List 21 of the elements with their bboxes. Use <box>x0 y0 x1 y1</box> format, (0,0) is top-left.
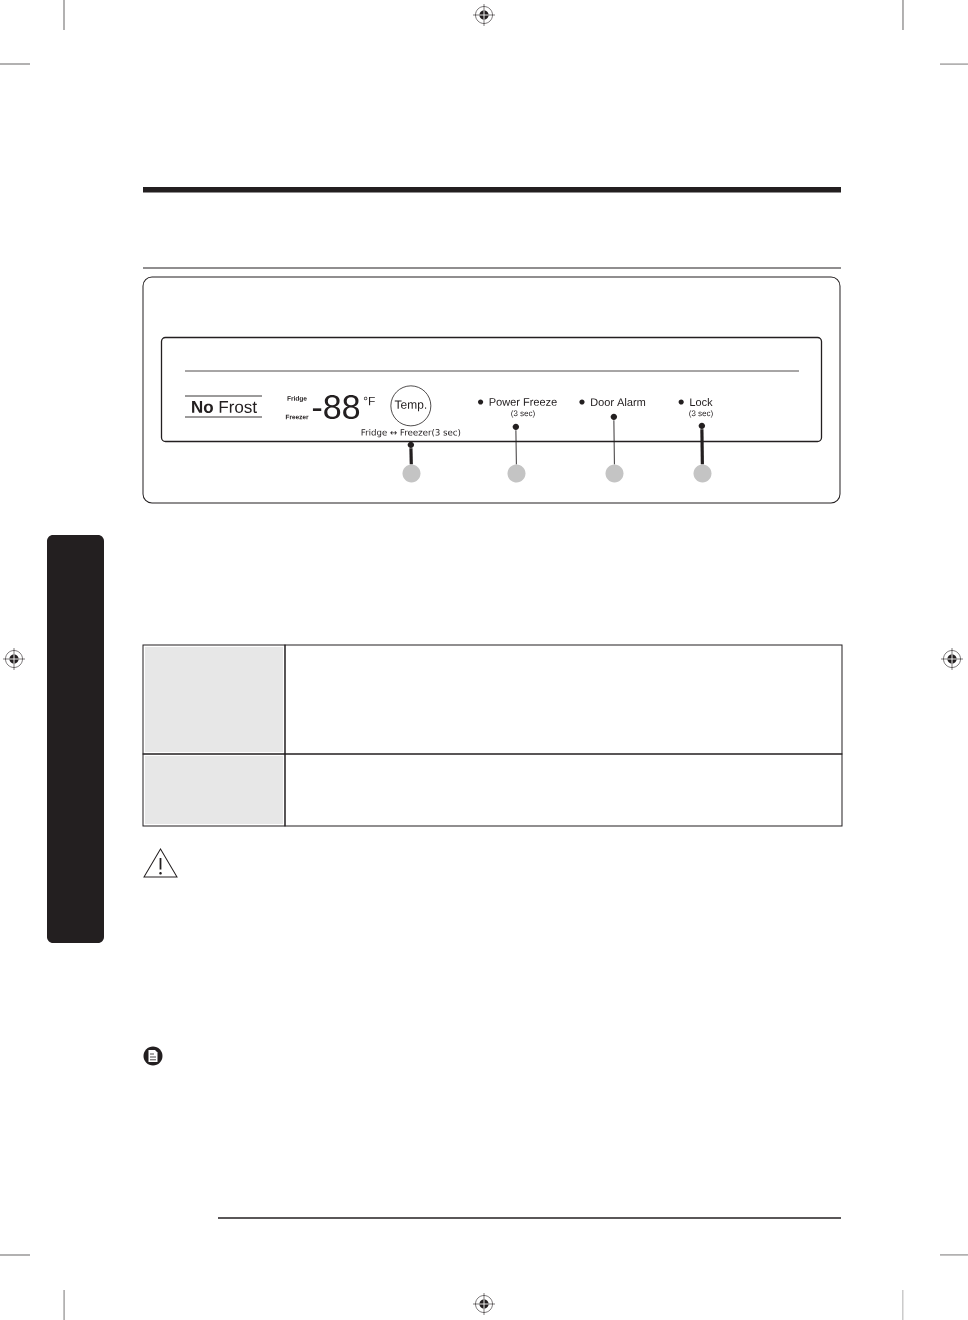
digit-display: -88 <box>312 394 360 420</box>
panel-label: No Frost <box>184 395 263 418</box>
leader-line <box>515 429 517 465</box>
callout-circle <box>693 464 712 483</box>
duration-label: (3 sec) <box>511 410 535 418</box>
control-label: Power Freeze <box>489 398 557 406</box>
callout-circle <box>402 464 421 483</box>
button-caption: Fridge ↔ Freezer(3 sec) <box>361 428 461 438</box>
duration-label: (3 sec) <box>689 410 713 418</box>
callout-circle <box>605 464 624 483</box>
temp-button: Temp. <box>390 385 432 427</box>
panel-frame <box>142 276 841 504</box>
leader-line <box>700 429 704 465</box>
callout-circle <box>507 464 526 483</box>
side-tab <box>47 535 104 943</box>
control-label: Door Alarm <box>591 397 646 407</box>
display-panel <box>160 336 823 443</box>
leader-line <box>613 419 615 465</box>
leader-line <box>409 448 413 465</box>
unit-label: °F <box>363 396 375 406</box>
control-label: Lock <box>690 397 713 407</box>
